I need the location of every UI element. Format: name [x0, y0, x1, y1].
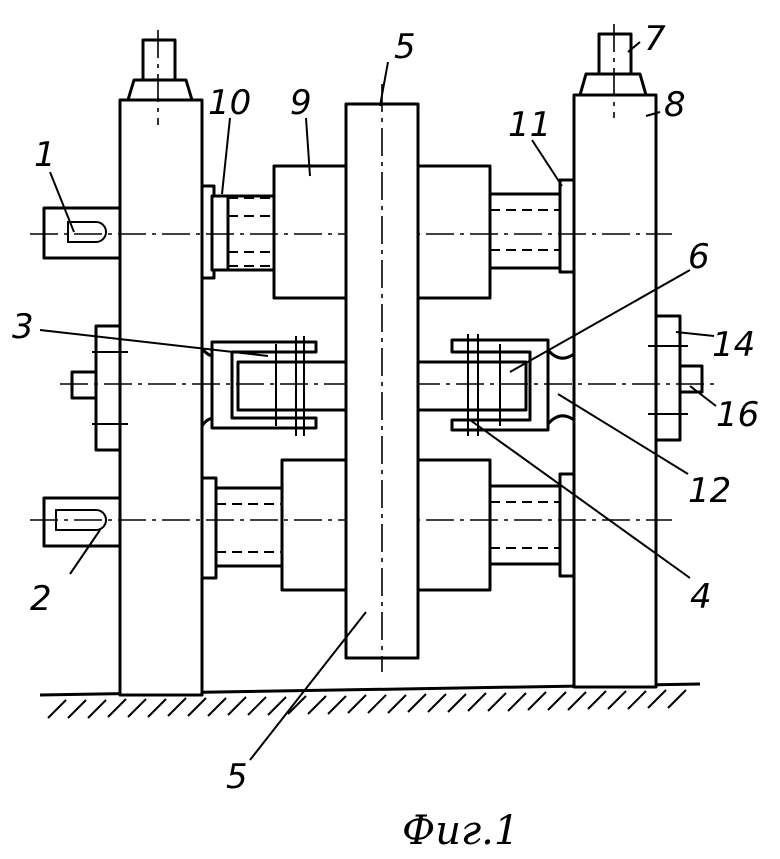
label-5-bottom: 5 — [226, 757, 248, 797]
label-2: 2 — [30, 579, 52, 619]
left-stand — [118, 30, 204, 697]
label-1: 1 — [34, 135, 56, 175]
lower-roll-assembly — [30, 458, 672, 592]
label-11: 11 — [508, 105, 551, 145]
label-8: 8 — [664, 85, 686, 125]
label-3: 3 — [12, 307, 34, 347]
label-5-top: 5 — [394, 27, 416, 67]
right-stand — [572, 24, 658, 689]
label-14: 14 — [712, 325, 755, 365]
label-9: 9 — [290, 83, 312, 123]
label-4: 4 — [690, 577, 712, 617]
label-10: 10 — [208, 83, 251, 123]
label-6: 6 — [688, 237, 710, 277]
label-12: 12 — [688, 471, 731, 511]
leader-lines — [39, 41, 717, 761]
label-7: 7 — [644, 19, 666, 59]
central-vertical-roll — [344, 84, 420, 672]
label-16: 16 — [716, 395, 759, 435]
figure-caption: Фиг.1 — [402, 808, 519, 854]
